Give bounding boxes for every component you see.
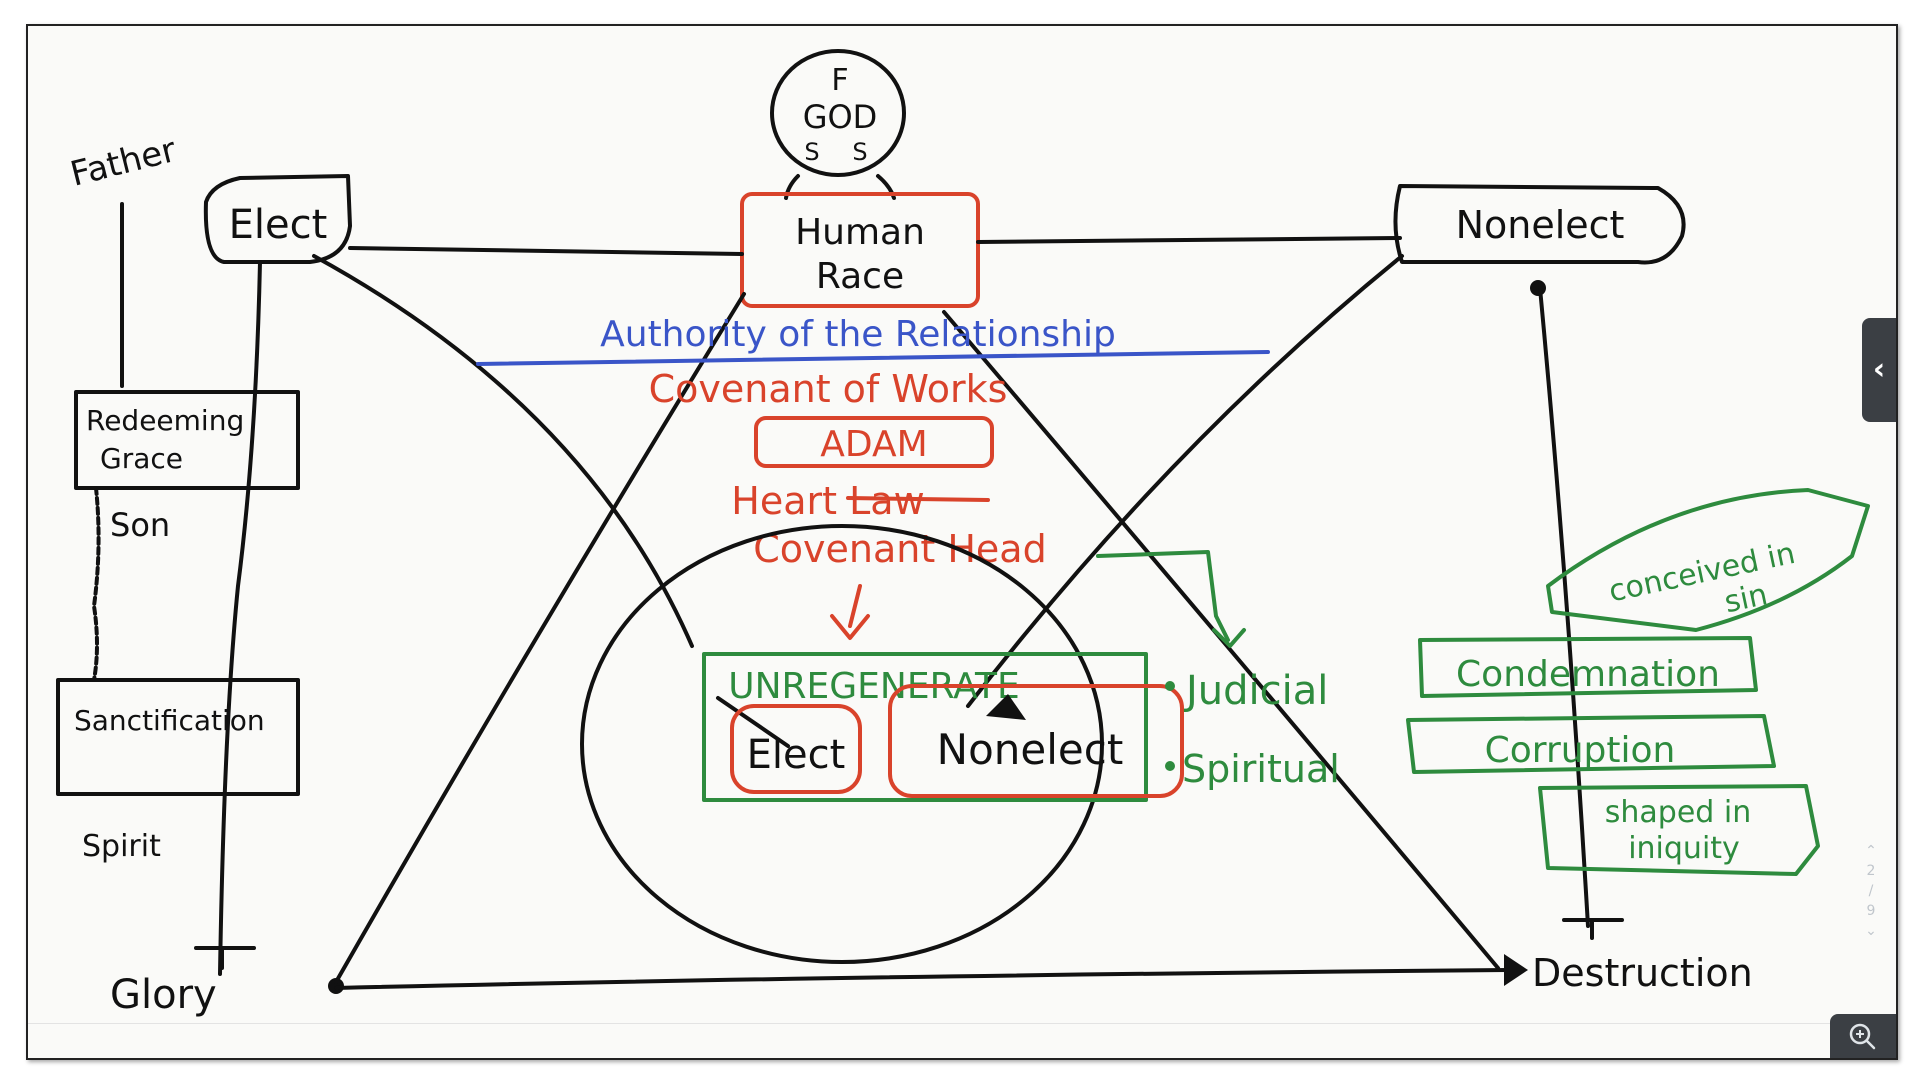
sidebar-toggle-button[interactable]: ‹: [1862, 318, 1896, 422]
f-label: F: [831, 63, 848, 98]
god-connector-right: [876, 174, 896, 200]
human-to-glory-diagonal: [334, 292, 746, 984]
elect-label: Elect: [229, 202, 328, 248]
spiritual-label: Spiritual: [1182, 747, 1340, 791]
god-label: GOD: [803, 98, 878, 136]
judicial-bullet: [1165, 681, 1175, 691]
inner-elect-box: [730, 704, 862, 794]
bottom-divider: [28, 1023, 1896, 1024]
human-to-destruction-diagonal: [942, 310, 1500, 970]
s-label-right: S: [852, 138, 867, 166]
conceived-line1: conceived in: [1606, 536, 1798, 610]
page-separator: /: [1868, 883, 1874, 899]
elect-to-glory-line: [218, 260, 262, 976]
whiteboard-frame: F GOD S S Human Race Father Elect Nonele…: [26, 24, 1898, 1060]
authority-heading: Authority of the Relationship: [600, 314, 1116, 355]
nonelect-to-destruction-line: [1538, 286, 1590, 928]
nonelect-box: [1393, 184, 1686, 265]
shaped-line1: shaped in: [1605, 795, 1751, 830]
nonelect-to-unregenerate-diagonal: [966, 254, 1404, 708]
redeeming-grace-box: [74, 390, 300, 490]
chevron-left-icon: ‹: [1872, 352, 1886, 387]
adam-box: [754, 416, 994, 468]
conceived-line2: sin: [1721, 577, 1770, 620]
son-label: Son: [110, 506, 170, 544]
glory-destruction-line: [334, 968, 1510, 990]
spirit-label: Spirit: [82, 829, 161, 864]
redeeming-grace-line2: Grace: [100, 442, 183, 475]
elect-to-human-line: [348, 246, 744, 256]
covenant-head-green-bracket: [1096, 550, 1230, 642]
destruction-arrow: [1562, 918, 1624, 940]
adam-label: ADAM: [820, 424, 927, 465]
glory-label: Glory: [110, 972, 217, 1018]
corruption-box: [1406, 714, 1776, 774]
authority-underline: [476, 350, 1270, 366]
race-circle: [580, 524, 1104, 964]
zoom-button[interactable]: [1830, 1014, 1896, 1058]
unregenerate-box: [702, 652, 1148, 802]
inner-nonelect-label: Nonelect: [937, 725, 1124, 774]
condemnation-box: [1418, 636, 1758, 698]
spiritual-bullet: [1165, 761, 1175, 771]
page-current: 2: [1866, 863, 1876, 879]
human-race-line2: Race: [816, 256, 904, 297]
inner-elect-label: Elect: [747, 732, 846, 778]
page-indicator: ⌃ 2 / 9 ⌄: [1858, 841, 1884, 941]
elect-to-unregenerate-diagonal: [312, 254, 694, 648]
shaped-box: [1538, 784, 1820, 876]
inner-nonelect-box: [888, 684, 1184, 798]
god-circle: [770, 49, 906, 177]
shaped-line2: iniquity: [1628, 831, 1740, 866]
covenant-head-green-arrow: [1212, 628, 1246, 648]
heart-law-label: Heart Law: [731, 479, 924, 523]
judicial-label: Judicial: [1183, 668, 1328, 714]
covenant-head-label: Covenant Head: [753, 527, 1046, 571]
nonelect-label: Nonelect: [1456, 203, 1625, 247]
human-race-line1: Human: [795, 212, 925, 253]
elect-box: [203, 174, 352, 264]
destruction-label: Destruction: [1532, 951, 1753, 995]
god-connector-left: [784, 174, 800, 200]
sanctification-box: [56, 678, 300, 796]
heart-law-strike: [846, 496, 990, 502]
page-total: 9: [1866, 903, 1876, 919]
father-label: Father: [67, 130, 181, 195]
nonelect-arrowhead: [986, 694, 1026, 720]
redeeming-grace-line1: Redeeming: [86, 404, 244, 437]
zoom-in-icon: [1849, 1023, 1876, 1050]
condemnation-label: Condemnation: [1456, 654, 1720, 695]
covenant-works-label: Covenant of Works: [649, 367, 1008, 411]
corruption-label: Corruption: [1485, 730, 1676, 771]
covenant-head-arrow: [830, 584, 870, 640]
diagram-canvas: F GOD S S Human Race Father Elect Nonele…: [56, 49, 1870, 1018]
chevron-down-icon[interactable]: ⌄: [1865, 923, 1877, 939]
son-line: [92, 486, 101, 682]
glory-arrow: [194, 946, 256, 970]
conceived-box: [1546, 488, 1870, 632]
human-race-box: [740, 192, 980, 308]
chevron-up-icon[interactable]: ⌃: [1865, 843, 1877, 859]
s-label-left: S: [804, 138, 819, 166]
human-to-nonelect-line: [976, 236, 1402, 244]
unregenerate-strike: [716, 696, 790, 748]
destruction-arrowhead: [1504, 954, 1528, 986]
sanctification-label: Sanctification: [74, 704, 265, 737]
